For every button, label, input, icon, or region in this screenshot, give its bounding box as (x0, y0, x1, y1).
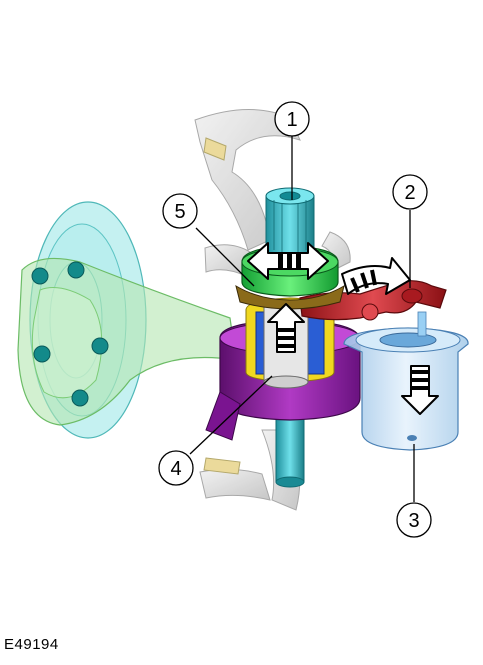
hub-bolt (33, 345, 51, 363)
callout-1: 1 (274, 101, 310, 137)
lower-shaft (275, 409, 305, 488)
figure-code: E49194 (4, 636, 59, 653)
callout-2: 2 (392, 174, 428, 210)
blue-cup (343, 311, 469, 451)
callout-label: 2 (404, 182, 415, 204)
upward-arrow (267, 303, 305, 353)
downward-arrow (401, 365, 439, 415)
lower-arm (17, 257, 237, 426)
callout-label: 1 (286, 109, 297, 131)
curved-arrow (341, 257, 411, 295)
horizontal-double-arrow (247, 242, 329, 280)
leader-line-5 (195, 227, 255, 287)
callout-4: 4 (158, 450, 194, 486)
callout-5: 5 (162, 193, 198, 229)
callout-label: 5 (174, 201, 185, 223)
upper-splined-shaft (265, 187, 315, 255)
leader-line-4 (189, 375, 273, 455)
callout-3: 3 (396, 502, 432, 538)
hub-bolt (91, 337, 109, 355)
hub-bolt (67, 261, 85, 279)
leader-lines (189, 136, 415, 502)
callout-label: 4 (170, 458, 181, 480)
hub-bolt (71, 389, 89, 407)
callout-label: 3 (408, 510, 419, 532)
hub-bolt (31, 267, 49, 285)
hub-bolts (31, 261, 109, 407)
